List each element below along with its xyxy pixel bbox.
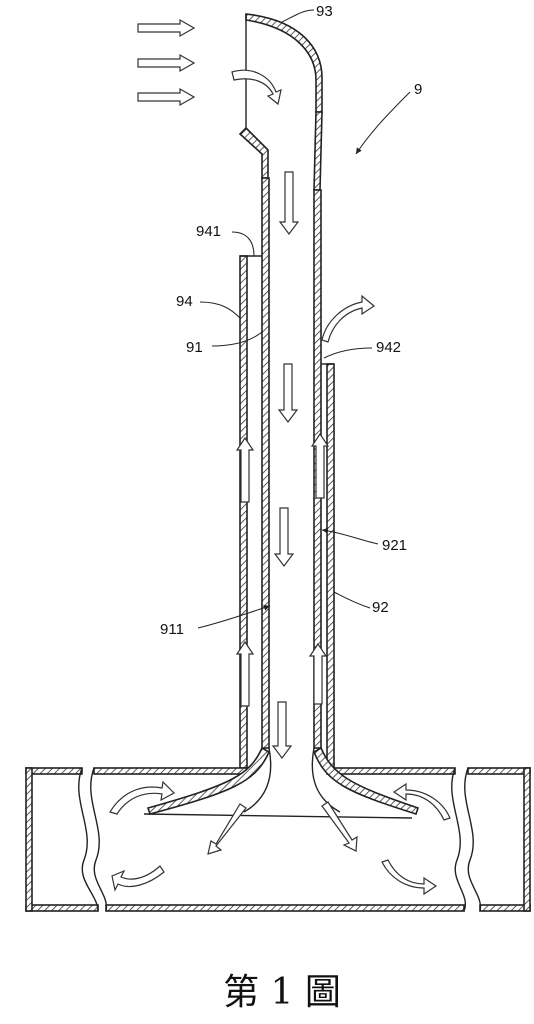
- label-93: 93: [316, 3, 333, 20]
- label-941: 941: [196, 223, 221, 240]
- inner-tube: [261, 177, 322, 749]
- inlet-arrows: [137, 18, 196, 107]
- label-911: 911: [160, 621, 184, 638]
- label-9: 9: [414, 81, 422, 98]
- intake-hood: [238, 13, 323, 191]
- flow-arrows: [109, 69, 451, 896]
- label-94: 94: [176, 293, 193, 310]
- part-labels: 93 9 941 94 91 942 921 92 911: [160, 3, 422, 638]
- leader-lines: [197, 9, 411, 629]
- label-91: 91: [186, 339, 203, 356]
- label-942: 942: [376, 339, 401, 356]
- label-921: 921: [382, 537, 407, 554]
- label-92: 92: [372, 599, 389, 616]
- bottom-housing: [25, 746, 531, 912]
- figure-caption: 第 1 圖: [223, 972, 341, 1013]
